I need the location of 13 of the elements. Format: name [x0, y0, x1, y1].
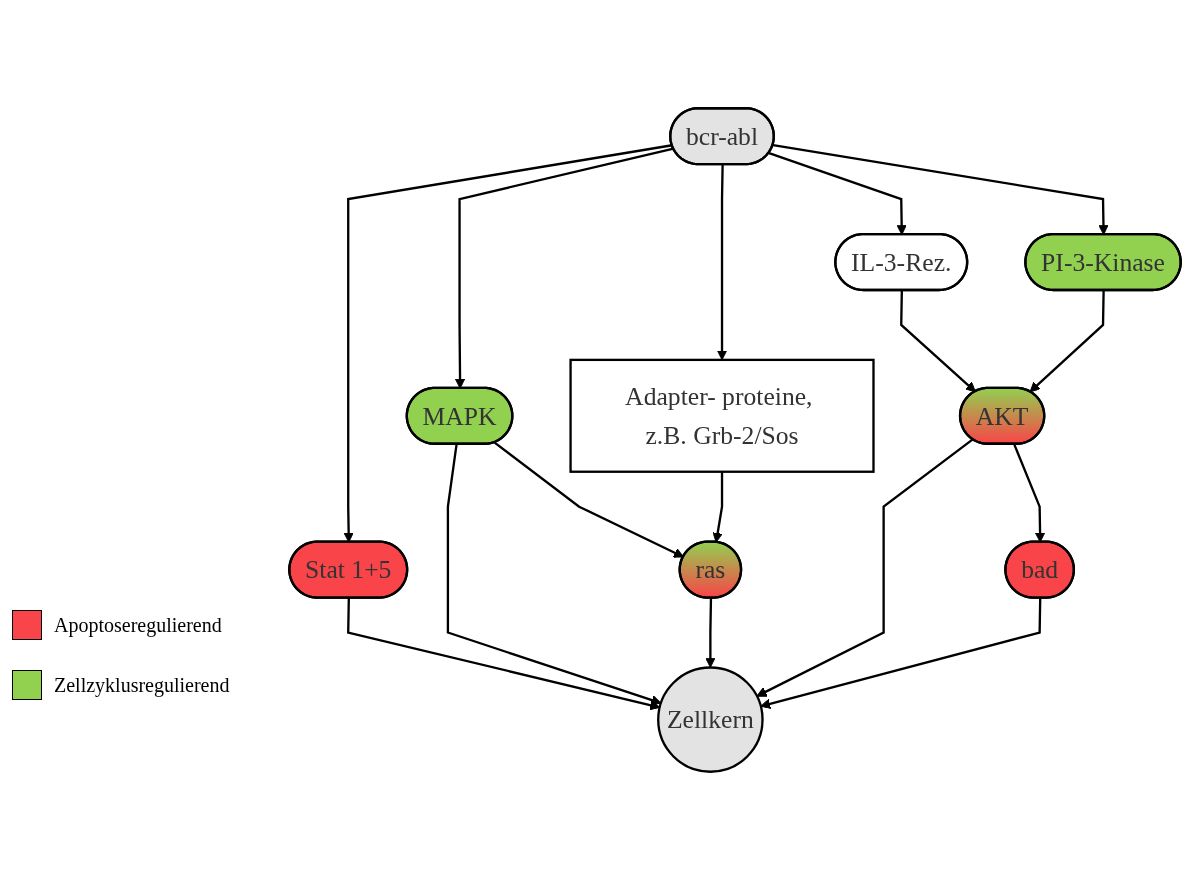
arrow	[712, 471, 724, 543]
legend-label: Apoptoseregulierend	[54, 613, 222, 637]
arrow	[446, 444, 662, 706]
legend-label: Zellzyklusregulierend	[54, 673, 230, 697]
arrow	[900, 290, 976, 393]
node-circle: Zellkern	[657, 666, 764, 773]
arrow	[760, 598, 1042, 709]
arrow	[493, 441, 685, 558]
arrow	[705, 598, 716, 668]
arrow	[1029, 290, 1105, 393]
arrow	[756, 438, 974, 697]
node-box: Adapter- proteine, z.B. Grb-2/Sos	[569, 358, 875, 473]
arrow	[347, 598, 661, 711]
